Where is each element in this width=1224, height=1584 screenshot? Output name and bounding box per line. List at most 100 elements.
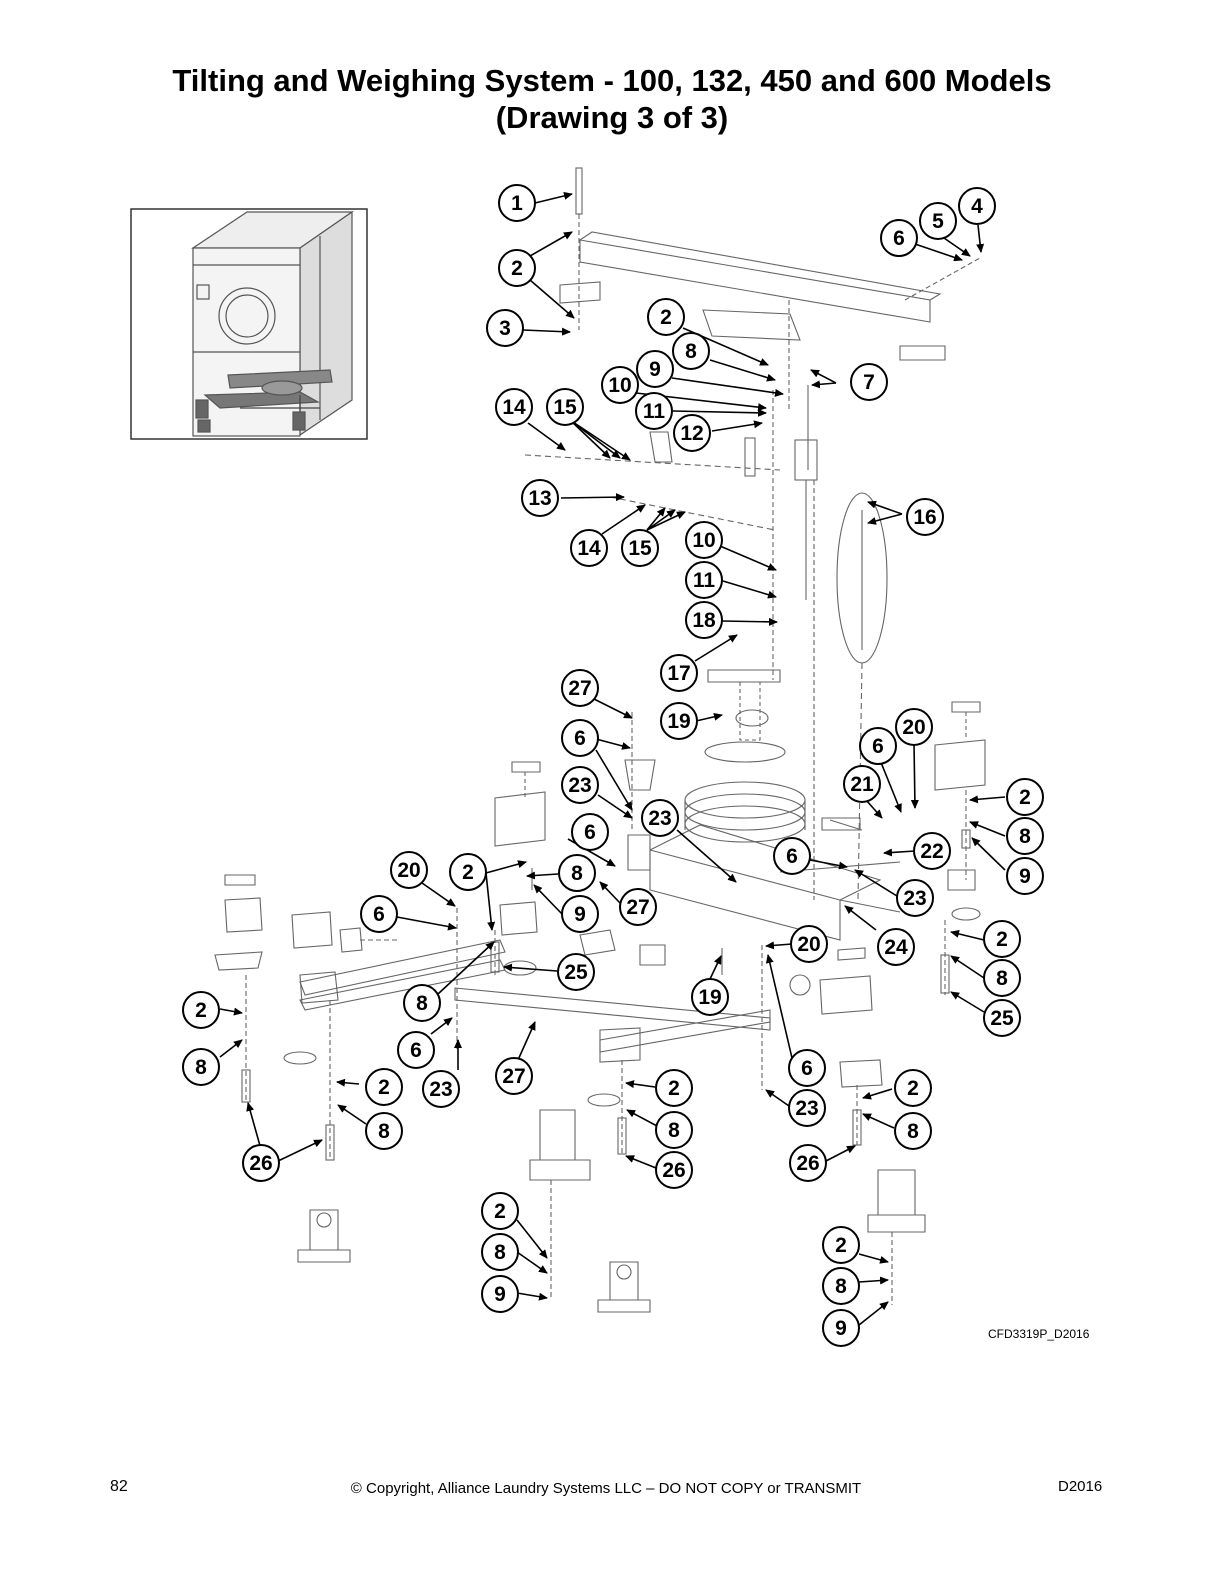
callout-circle	[619, 888, 657, 926]
callout-15: 15	[546, 388, 584, 426]
parts-linework	[214, 167, 986, 1313]
callout-number: 8	[571, 862, 583, 885]
callout-8: 8	[182, 1048, 220, 1086]
callout-23: 23	[896, 879, 934, 917]
callout-circle	[481, 1233, 519, 1271]
callout-circle	[896, 879, 934, 917]
callout-12: 12	[673, 414, 711, 452]
callout-2: 2	[365, 1068, 403, 1106]
callout-6: 6	[360, 895, 398, 933]
callout-circle	[570, 529, 608, 567]
callout-number: 2	[668, 1077, 680, 1100]
callout-number: 2	[462, 861, 474, 884]
callout-number: 22	[920, 840, 943, 863]
callout-number: 18	[692, 609, 716, 632]
callout-number: 11	[693, 569, 716, 592]
callout-number: 8	[835, 1275, 847, 1298]
callout-number: 20	[902, 716, 925, 739]
callout-6: 6	[571, 813, 609, 851]
callout-circle	[685, 521, 723, 559]
callout-26: 26	[789, 1144, 827, 1182]
callout-number: 9	[494, 1283, 506, 1306]
callout-26: 26	[655, 1151, 693, 1189]
callout-8: 8	[403, 984, 441, 1022]
drawing-id: CFD3319P_D2016	[988, 1327, 1090, 1341]
callout-circle	[182, 1048, 220, 1086]
callout-number: 26	[662, 1159, 685, 1182]
callout-number: 23	[568, 774, 591, 797]
callout-circle	[360, 895, 398, 933]
callout-circle	[983, 999, 1021, 1037]
callout-15: 15	[621, 529, 659, 567]
callout-circle	[685, 601, 723, 639]
callout-number: 13	[528, 487, 551, 510]
callout-number: 14	[502, 396, 526, 419]
callout-25: 25	[983, 999, 1021, 1037]
callout-number: 10	[692, 529, 715, 552]
callout-10: 10	[685, 521, 723, 559]
document-code: D2016	[1058, 1478, 1103, 1495]
callout-circle	[859, 727, 897, 765]
callout-number: 20	[797, 933, 820, 956]
copyright-notice: © Copyright, Alliance Laundry Systems LL…	[350, 1480, 862, 1497]
callout-circle	[495, 388, 533, 426]
callout-number: 8	[907, 1120, 919, 1143]
callout-circle	[919, 202, 957, 240]
callout-number: 3	[499, 317, 511, 340]
callout-11: 11	[635, 392, 673, 430]
callout-8: 8	[894, 1112, 932, 1150]
callout-2: 2	[481, 1192, 519, 1230]
callout-number: 1	[511, 192, 523, 215]
callout-circle	[1006, 778, 1044, 816]
callout-circle	[788, 1089, 826, 1127]
callout-number: 25	[564, 961, 588, 984]
callout-21: 21	[843, 765, 881, 803]
callout-number: 17	[667, 662, 690, 685]
callout-circle	[894, 1069, 932, 1107]
callout-circle	[773, 837, 811, 875]
callout-number: 24	[884, 936, 908, 959]
title-line-2: (Drawing 3 of 3)	[495, 100, 729, 135]
callout-8: 8	[655, 1111, 693, 1149]
callout-11: 11	[685, 561, 723, 599]
callout-circle	[983, 959, 1021, 997]
callout-circle	[822, 1226, 860, 1264]
callout-2: 2	[822, 1226, 860, 1264]
callout-19: 19	[660, 702, 698, 740]
callout-number: 6	[410, 1039, 422, 1062]
callout-number: 2	[835, 1234, 847, 1257]
callout-number: 6	[872, 735, 884, 758]
callout-number: 11	[643, 400, 666, 423]
callout-circle	[403, 984, 441, 1022]
callout-number: 2	[660, 306, 672, 329]
page-title: Tilting and Weighing System - 100, 132, …	[0, 62, 1224, 136]
callout-2: 2	[894, 1069, 932, 1107]
callout-number: 6	[801, 1057, 813, 1080]
callout-circle	[788, 1049, 826, 1087]
callout-number: 10	[608, 374, 631, 397]
callout-2: 2	[983, 920, 1021, 958]
callout-9: 9	[636, 350, 674, 388]
callout-circle	[850, 363, 888, 401]
callout-7: 7	[850, 363, 888, 401]
callout-number: 27	[502, 1065, 525, 1088]
callout-circle	[983, 920, 1021, 958]
callout-number: 21	[850, 773, 874, 796]
callout-circle	[495, 1057, 533, 1095]
callout-6: 6	[880, 219, 918, 257]
callout-circle	[655, 1111, 693, 1149]
callout-number: 7	[863, 371, 875, 394]
callout-circle	[672, 332, 710, 370]
callout-9: 9	[822, 1309, 860, 1347]
callout-14: 14	[495, 388, 533, 426]
callout-19: 19	[691, 978, 729, 1016]
callout-circle	[647, 298, 685, 336]
callout-23: 23	[788, 1089, 826, 1127]
callout-circle	[660, 654, 698, 692]
callout-circle	[498, 249, 536, 287]
callout-9: 9	[561, 895, 599, 933]
callout-circle	[691, 978, 729, 1016]
callout-circle	[673, 414, 711, 452]
title-line-1: Tilting and Weighing System - 100, 132, …	[172, 63, 1052, 98]
callout-number: 6	[373, 903, 385, 926]
